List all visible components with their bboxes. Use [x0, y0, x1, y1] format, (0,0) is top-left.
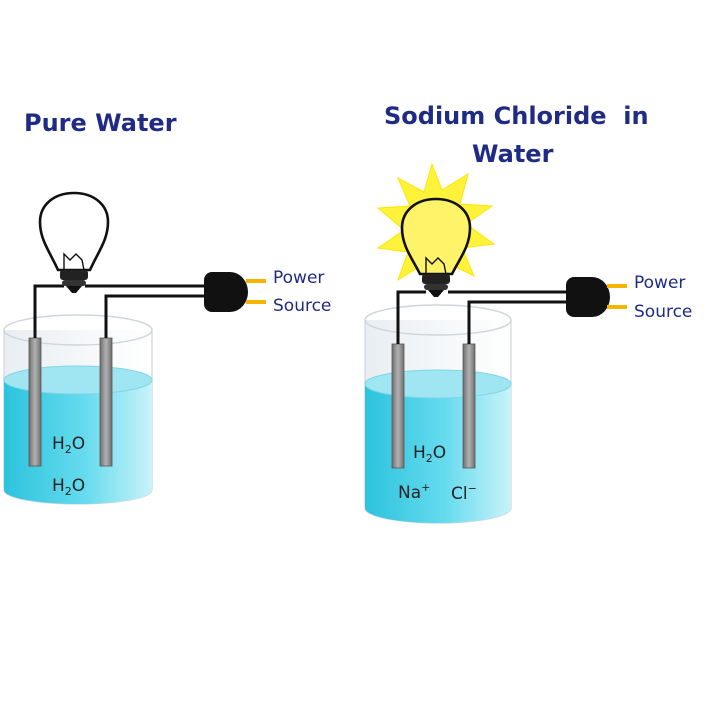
light-bulb-lit-icon [400, 197, 472, 297]
source-label-right: Source [634, 302, 692, 322]
molecule-left-2: H2O [52, 476, 85, 498]
power-plug-right-icon [566, 277, 627, 317]
power-label-left: Power [273, 268, 324, 288]
electrode-left-1 [28, 337, 42, 467]
sodium-chloride-panel: Sodium Chloride in Water [364, 102, 692, 524]
wires-left [33, 284, 210, 338]
pure-water-panel: Pure Water [3, 109, 331, 505]
source-label-left: Source [273, 296, 331, 316]
wires-right [396, 290, 572, 344]
power-plug-left-icon [204, 272, 266, 312]
light-bulb-off-icon [38, 191, 110, 293]
panel-title-nacl-line2: Water [472, 140, 554, 168]
chloride-ion-label: Cl− [451, 482, 477, 504]
panel-title-nacl-line1: Sodium Chloride in [384, 102, 649, 130]
electrode-right-1 [391, 343, 405, 469]
beaker-right [364, 304, 512, 524]
molecule-left-1: H2O [52, 434, 85, 456]
electrode-left-2 [99, 337, 113, 467]
molecule-right-1: H2O [413, 443, 446, 465]
sodium-ion-label: Na+ [398, 481, 430, 503]
power-label-right: Power [634, 273, 685, 293]
electrode-right-2 [462, 343, 476, 469]
panel-title-pure-water: Pure Water [24, 109, 177, 137]
